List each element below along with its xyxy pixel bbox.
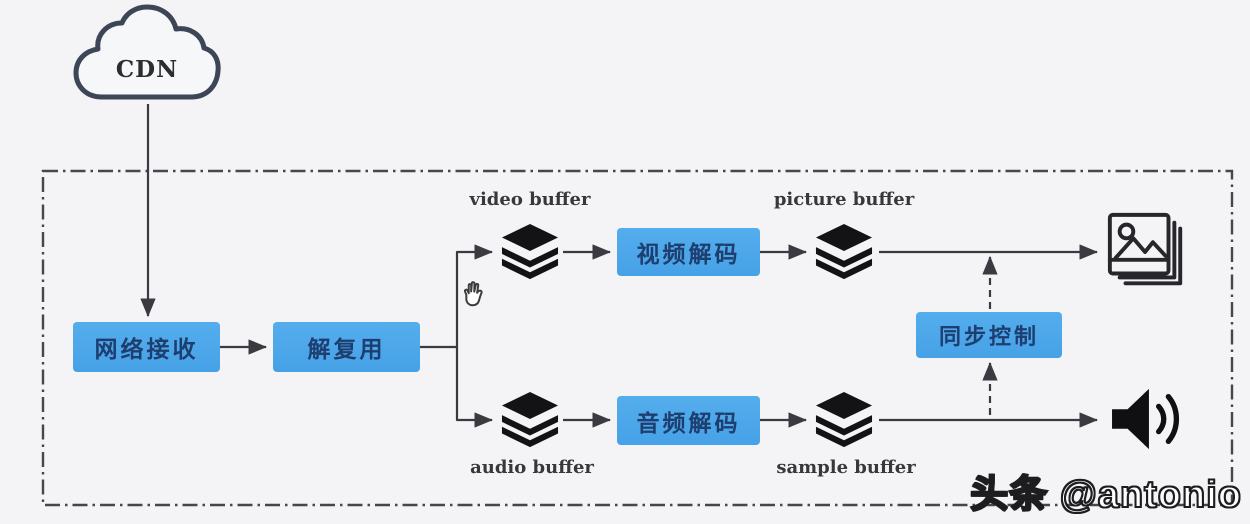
pipeline-boundary <box>41 169 1234 507</box>
picture-buffer-stack-icon <box>813 223 875 281</box>
connector-demux-to-video-buffer <box>420 244 494 349</box>
picture-buffer-label: picture buffer <box>773 189 915 210</box>
node-network-receive: 网络接收 <box>73 322 220 372</box>
speaker-icon <box>1106 385 1188 453</box>
cdn-label: CDN <box>115 56 179 83</box>
node-audio-decode: 音频解码 <box>617 396 760 445</box>
node-sync-control: 同步控制 <box>916 312 1062 358</box>
cloud-icon <box>66 4 228 104</box>
connector-demux-to-audio-buffer <box>455 347 494 428</box>
sample-buffer-label: sample buffer <box>776 457 916 478</box>
audio-buffer-label: audio buffer <box>470 457 594 478</box>
video-buffer-label: video buffer <box>469 189 591 210</box>
sample-buffer-stack-icon <box>813 391 875 449</box>
audio-buffer-stack-icon <box>499 391 561 449</box>
hand-grab-cursor-icon <box>456 277 490 313</box>
node-demux: 解复用 <box>273 322 420 372</box>
node-video-decode: 视频解码 <box>617 228 760 276</box>
picture-stack-icon <box>1104 209 1190 295</box>
video-buffer-stack-icon <box>499 223 561 281</box>
watermark: 头条 @antonio <box>969 473 1242 517</box>
